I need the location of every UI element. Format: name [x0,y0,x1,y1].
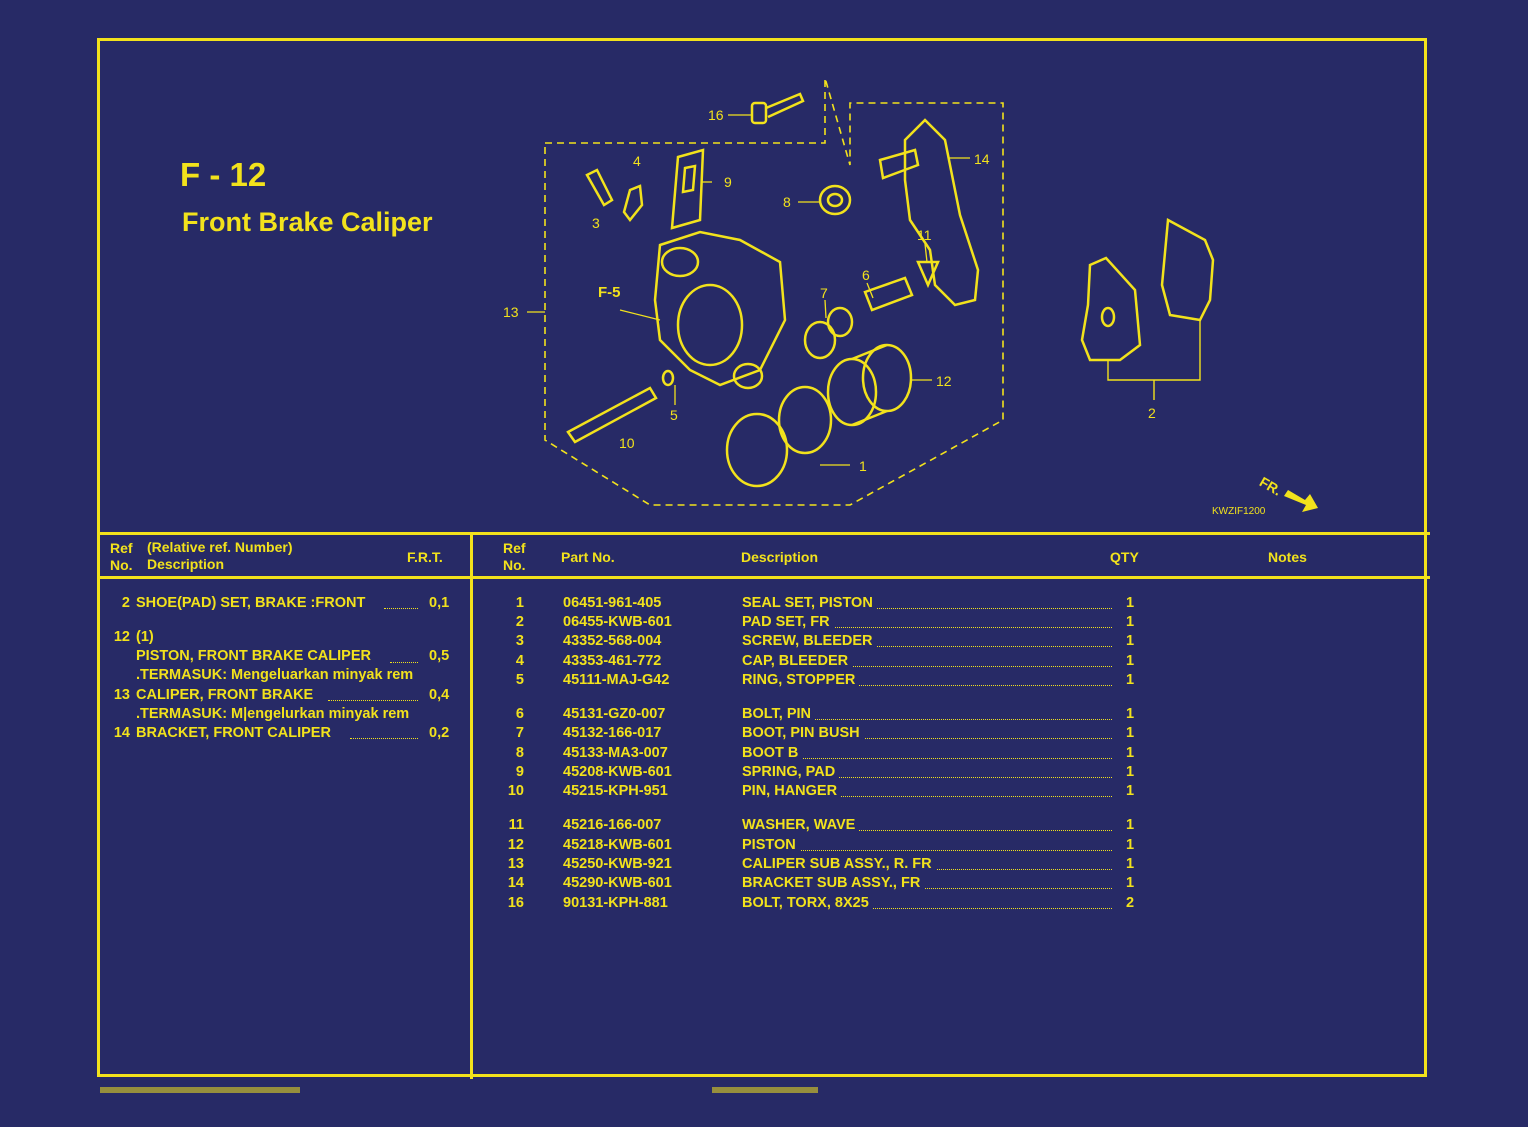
callout-1: 1 [859,458,867,474]
cropped-footer-center [712,1087,818,1093]
callout-7: 7 [820,285,828,301]
pin-bush-boot-part [803,306,854,360]
boot-b-part [818,184,852,216]
callout-2: 2 [1148,405,1156,421]
hanger-pin-part [566,386,658,444]
leader-dots [328,700,418,701]
leader-dots [350,738,418,739]
part-no-header: Part No. [561,549,615,565]
piston-part [826,343,913,427]
piston-seal-part [725,385,833,488]
catalog-frame [97,38,1427,1077]
frt-header: F.R.T. [407,549,443,565]
fr-direction-label: FR. [1257,473,1285,498]
ref-f5-label: F-5 [598,284,621,301]
column-divider [470,533,473,1079]
assembly-boundary [544,77,1004,506]
header-top-rule [97,532,1430,535]
leader-dots [390,662,418,663]
cropped-footer-left [100,1087,300,1093]
callout-8: 8 [783,194,791,210]
brake-pad-part [1080,218,1215,400]
stopper-ring-part [661,369,675,387]
section-code: F - 12 [180,156,267,193]
callout-3: 3 [592,215,600,231]
parts-ref-header: Ref No. [503,540,526,573]
notes-header: Notes [1268,549,1307,565]
forward-arrow-icon [1284,490,1318,512]
exploded-diagram: 16 4 9 8 14 3 11 6 7 13 5 12 10 1 2 F-5 … [503,77,1318,512]
callout-10: 10 [619,435,635,451]
wave-washer-part [916,260,940,289]
bleeder-cap-part [622,184,644,223]
leader-lines [527,114,970,466]
pad-spring-part [670,148,705,230]
callout-9: 9 [724,174,732,190]
drawing-id: KWZIF1200 [1212,506,1266,517]
callout-5: 5 [670,407,678,423]
description-header: Description [741,549,819,565]
callout-12: 12 [936,373,952,389]
bracket-part [878,118,980,307]
bolt-torx-part [750,92,805,125]
header-bottom-rule [97,576,1430,579]
callout-14: 14 [974,151,990,167]
left-desc-header: (Relative ref. Number) Description [147,539,293,572]
qty-header: QTY [1110,549,1139,565]
caliper-body-part [653,230,787,390]
pin-bolt-part [863,276,914,312]
leader-dots [384,608,418,609]
callout-13: 13 [503,304,519,320]
callout-16: 16 [708,107,724,123]
section-title: Front Brake Caliper [182,207,433,237]
bleeder-screw-part [585,168,614,207]
left-ref-header: Ref No. [110,540,133,573]
callout-11: 11 [917,227,932,243]
callout-4: 4 [633,153,641,169]
callout-6: 6 [862,267,870,283]
